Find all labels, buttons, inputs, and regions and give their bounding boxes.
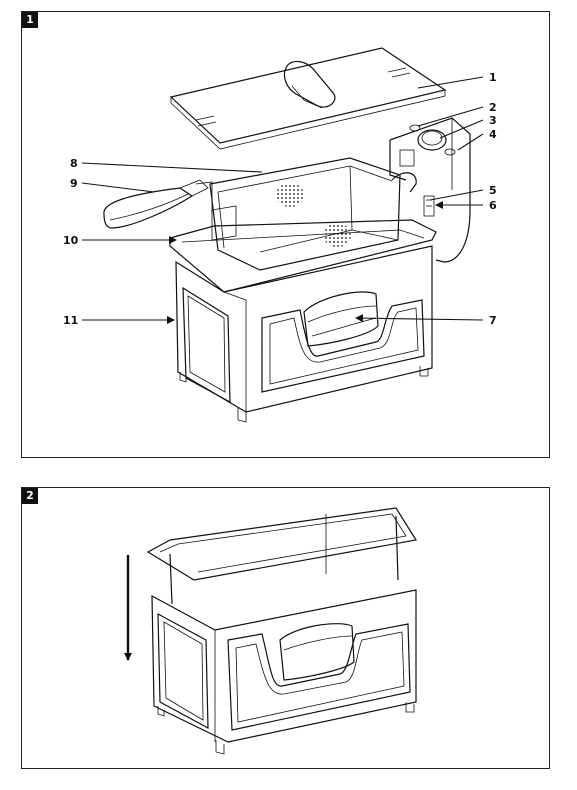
figure-2-number: 2 [22, 488, 38, 504]
figure-1-panel: 1 [21, 11, 550, 458]
leader-7 [355, 314, 484, 323]
leader-8 [81, 162, 263, 173]
callout-9: 9 [70, 177, 78, 190]
container-insertion [146, 507, 417, 755]
front-handle [303, 291, 379, 347]
lid [169, 47, 447, 150]
leader-2 [417, 106, 484, 127]
callout-7: 7 [489, 314, 497, 327]
callout-8: 8 [70, 157, 78, 170]
callout-3: 3 [489, 114, 497, 127]
basket-handle [103, 179, 209, 229]
callout-4: 4 [489, 128, 497, 141]
housing [175, 245, 433, 423]
leader-3 [439, 119, 484, 139]
callout-6: 6 [489, 199, 497, 212]
callout-1: 1 [489, 71, 497, 84]
callout-10: 10 [63, 234, 79, 247]
leader-5 [429, 189, 484, 201]
leader-9 [81, 182, 155, 193]
oil-container [169, 219, 437, 293]
figure-2-panel: 2 [21, 487, 550, 769]
control-unit [389, 117, 471, 263]
basket [195, 157, 401, 271]
figure-1-number: 1 [22, 12, 38, 28]
leader-1 [417, 76, 484, 89]
callout-2: 2 [489, 101, 497, 114]
leader-4 [457, 133, 484, 151]
callout-5: 5 [489, 184, 497, 197]
callout-11: 11 [63, 314, 78, 327]
